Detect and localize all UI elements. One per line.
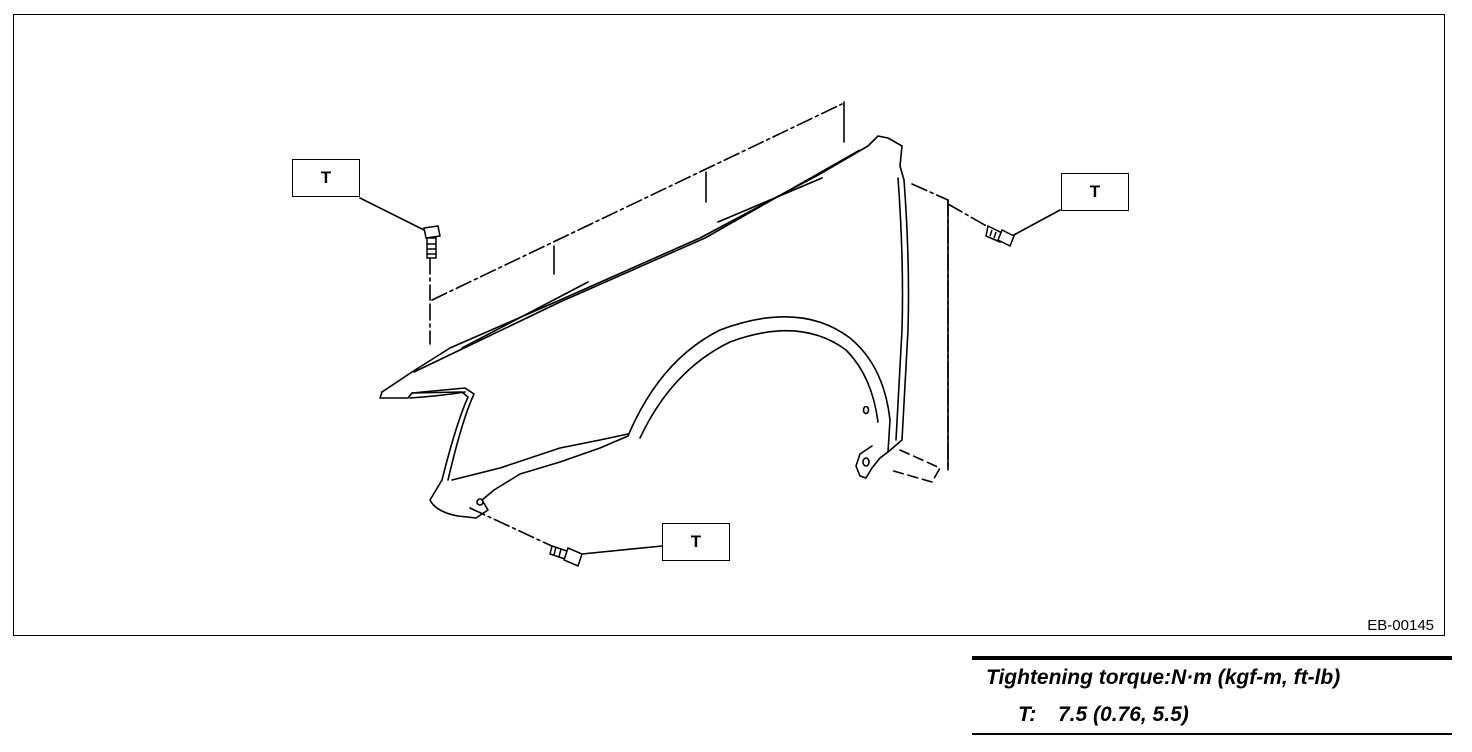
torque-table: Tightening torque:N·m (kgf-m, ft-lb) T: 7… (972, 656, 1452, 735)
torque-value: 7.5 (0.76, 5.5) (1058, 703, 1189, 726)
bolt-icon (549, 545, 583, 568)
torque-callout-bottom: T (662, 523, 730, 561)
bolt-icon (985, 224, 1015, 248)
torque-callout-top-right: T (1061, 173, 1129, 211)
figure-code: EB-00145 (1367, 617, 1434, 634)
torque-table-row: T: 7.5 (0.76, 5.5) (1018, 703, 1189, 727)
figure-frame (13, 14, 1445, 636)
fender-part-icon (379, 135, 941, 519)
torque-table-header: Tightening torque:N·m (kgf-m, ft-lb) (986, 666, 1341, 689)
bolt-icon (423, 225, 441, 259)
torque-callout-top-left: T (292, 159, 360, 197)
torque-symbol: T: (1018, 703, 1037, 726)
